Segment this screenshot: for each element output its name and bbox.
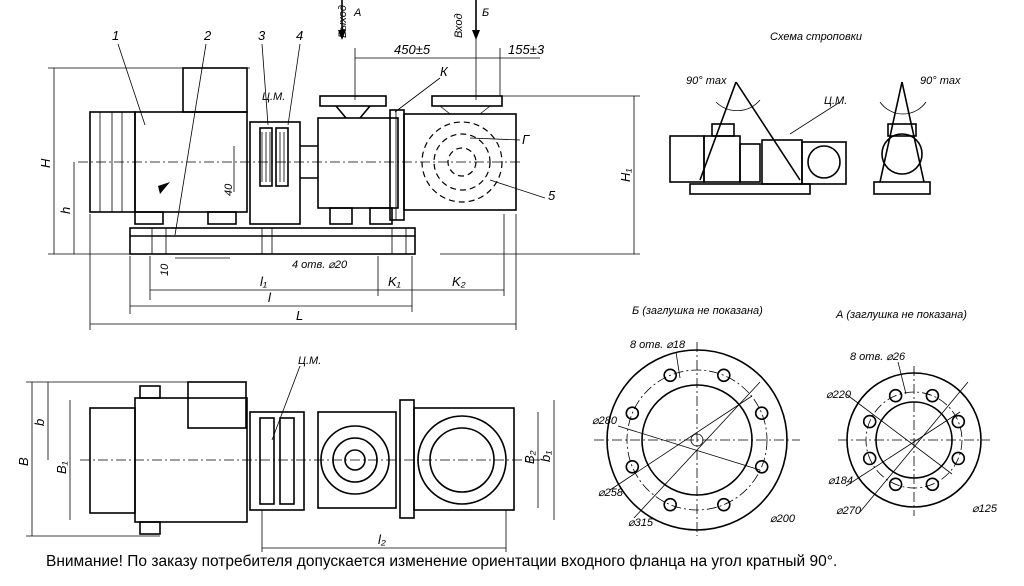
pump-front xyxy=(317,95,405,225)
dim-40: 40 xyxy=(223,183,235,196)
callout-3: 3 xyxy=(258,28,266,43)
flange-b-d315: ⌀315 xyxy=(628,517,654,529)
flange-b-d280: ⌀280 xyxy=(592,415,618,427)
flange-a-bolt-hole xyxy=(951,451,966,466)
flange-a-d270: ⌀270 xyxy=(836,505,862,517)
flange-a-d220: ⌀220 xyxy=(826,389,852,401)
flange-b-bolt-hole xyxy=(754,406,769,421)
dim-H: H xyxy=(38,158,53,168)
flange-a-title: А (заглушка не показана) xyxy=(835,309,967,321)
dim-b1: b₁ xyxy=(538,451,553,462)
orientation-notice: Внимание! По заказу потребителя допускае… xyxy=(46,553,838,570)
flange-a-bolt-hole xyxy=(925,477,940,492)
flange-b-bolt-hole xyxy=(716,497,731,512)
flange-b-d258: ⌀258 xyxy=(598,487,624,499)
callout-4: 4 xyxy=(296,28,303,43)
dim-h: h xyxy=(58,207,73,214)
flange-a-bolt-hole xyxy=(862,451,877,466)
slinging-scheme xyxy=(669,81,931,195)
inlet-chamber-front xyxy=(403,95,517,211)
flange-a-bolt-hole xyxy=(888,477,903,492)
inlet-label: Вход xyxy=(453,13,465,38)
flange-a-view xyxy=(838,361,990,516)
dim-L: L xyxy=(296,308,303,323)
outlet-label: Выход xyxy=(337,5,349,38)
flange-b-bolt-hole xyxy=(625,459,640,474)
dim-H1: H₁ xyxy=(618,169,633,183)
dim-K1: K₁ xyxy=(388,274,401,289)
callout-2: 2 xyxy=(203,28,212,43)
flange-a-bolt-hole xyxy=(925,388,940,403)
dim-B1: B₁ xyxy=(54,461,69,474)
sling-angle-right: 90° max xyxy=(920,75,961,87)
flange-b-bolt-hole xyxy=(663,368,678,383)
outlet-letter: А xyxy=(353,7,361,19)
front-view xyxy=(48,0,640,330)
flange-a-bolt-hole xyxy=(888,388,903,403)
dim-b: b xyxy=(32,419,47,426)
callout-k: К xyxy=(440,64,449,79)
flange-b-bolt-hole xyxy=(716,368,731,383)
dim-l1: l₁ xyxy=(260,274,267,289)
dim-holes-base: 4 отв. ⌀20 xyxy=(292,259,348,271)
dim-10: 10 xyxy=(159,263,171,276)
flange-a-bolt-hole xyxy=(862,414,877,429)
coupling-mark-label: Ц.М. xyxy=(262,91,285,103)
callout-1: 1 xyxy=(112,28,119,43)
flange-a-bolt-hole xyxy=(951,414,966,429)
plan-view xyxy=(26,365,555,552)
inlet-letter: Б xyxy=(482,7,489,19)
sling-title: Схема строповки xyxy=(770,31,862,43)
flange-b-d200: ⌀200 xyxy=(770,513,796,525)
base-frame-front xyxy=(129,227,416,255)
dimension-lines-front xyxy=(48,0,640,330)
dim-K2: K₂ xyxy=(452,274,466,289)
dim-l2: l₂ xyxy=(378,532,386,547)
flange-b-holes: 8 отв. ⌀18 xyxy=(630,339,686,351)
dim-B: B xyxy=(16,457,31,466)
dim-B2: B₂ xyxy=(522,450,537,464)
coupling-mark-plan-label: Ц.М. xyxy=(298,355,321,367)
sling-angle-left: 90° max xyxy=(686,75,727,87)
flange-b-bolt-hole xyxy=(625,406,640,421)
flange-a-holes: 8 отв. ⌀26 xyxy=(850,351,906,363)
flange-b-view xyxy=(594,342,800,536)
dim-l: l xyxy=(268,290,272,305)
flange-a-d184: ⌀184 xyxy=(828,475,853,487)
motor-front xyxy=(89,67,248,225)
flange-b-bolt-hole xyxy=(754,459,769,474)
sling-coupling-mark: Ц.М. xyxy=(824,95,847,107)
flange-a-d125: ⌀125 xyxy=(972,503,998,515)
callout-g: Г xyxy=(522,132,530,147)
dim-155: 155±3 xyxy=(508,42,545,57)
flange-b-title: Б (заглушка не показана) xyxy=(632,305,763,317)
coupling-front xyxy=(249,121,318,225)
dim-450: 450±5 xyxy=(394,42,431,57)
flange-b-bolt-hole xyxy=(663,497,678,512)
callout-5: 5 xyxy=(548,188,556,203)
